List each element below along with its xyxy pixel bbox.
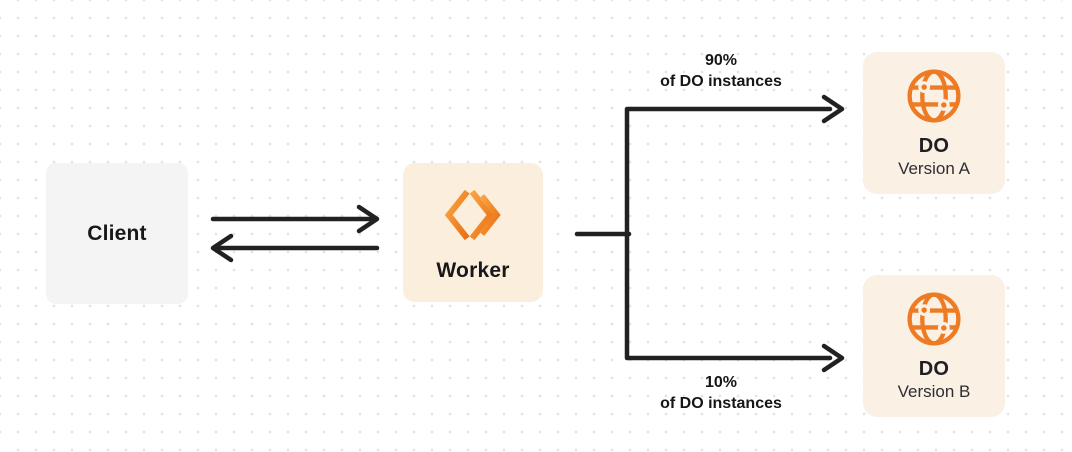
do-a-subtitle: Version A (898, 159, 970, 178)
arrow-to-do-a-arrowhead-icon (821, 94, 845, 124)
traffic-percent-90: 90% (704, 52, 738, 69)
client-node: Client (46, 163, 188, 304)
do-version-b-node: DO Version B (863, 275, 1005, 417)
do-a-title: DO (918, 135, 950, 157)
worker-node: Worker (403, 163, 543, 302)
traffic-percent-10: 10% (704, 374, 738, 391)
durable-object-globe-icon (907, 292, 961, 346)
worker-to-client-arrowhead-icon (210, 233, 234, 263)
client-to-worker-arrowhead-icon (356, 204, 380, 234)
traffic-target-10: of DO instances (660, 395, 782, 412)
client-label: Client (87, 221, 147, 245)
traffic-split-label-90: 90% of DO instances (611, 50, 831, 92)
worker-label: Worker (436, 259, 510, 282)
arrow-to-do-b-arrowhead-icon (821, 343, 845, 373)
traffic-split-label-10: 10% of DO instances (611, 372, 831, 414)
traffic-target-90: of DO instances (660, 73, 782, 90)
cloudflare-workers-icon (444, 189, 501, 241)
branch-split-line (624, 106, 833, 361)
do-version-a-node: DO Version A (863, 52, 1005, 194)
do-b-subtitle: Version B (897, 382, 971, 401)
durable-object-globe-icon (907, 69, 961, 123)
do-b-title: DO (918, 358, 950, 380)
